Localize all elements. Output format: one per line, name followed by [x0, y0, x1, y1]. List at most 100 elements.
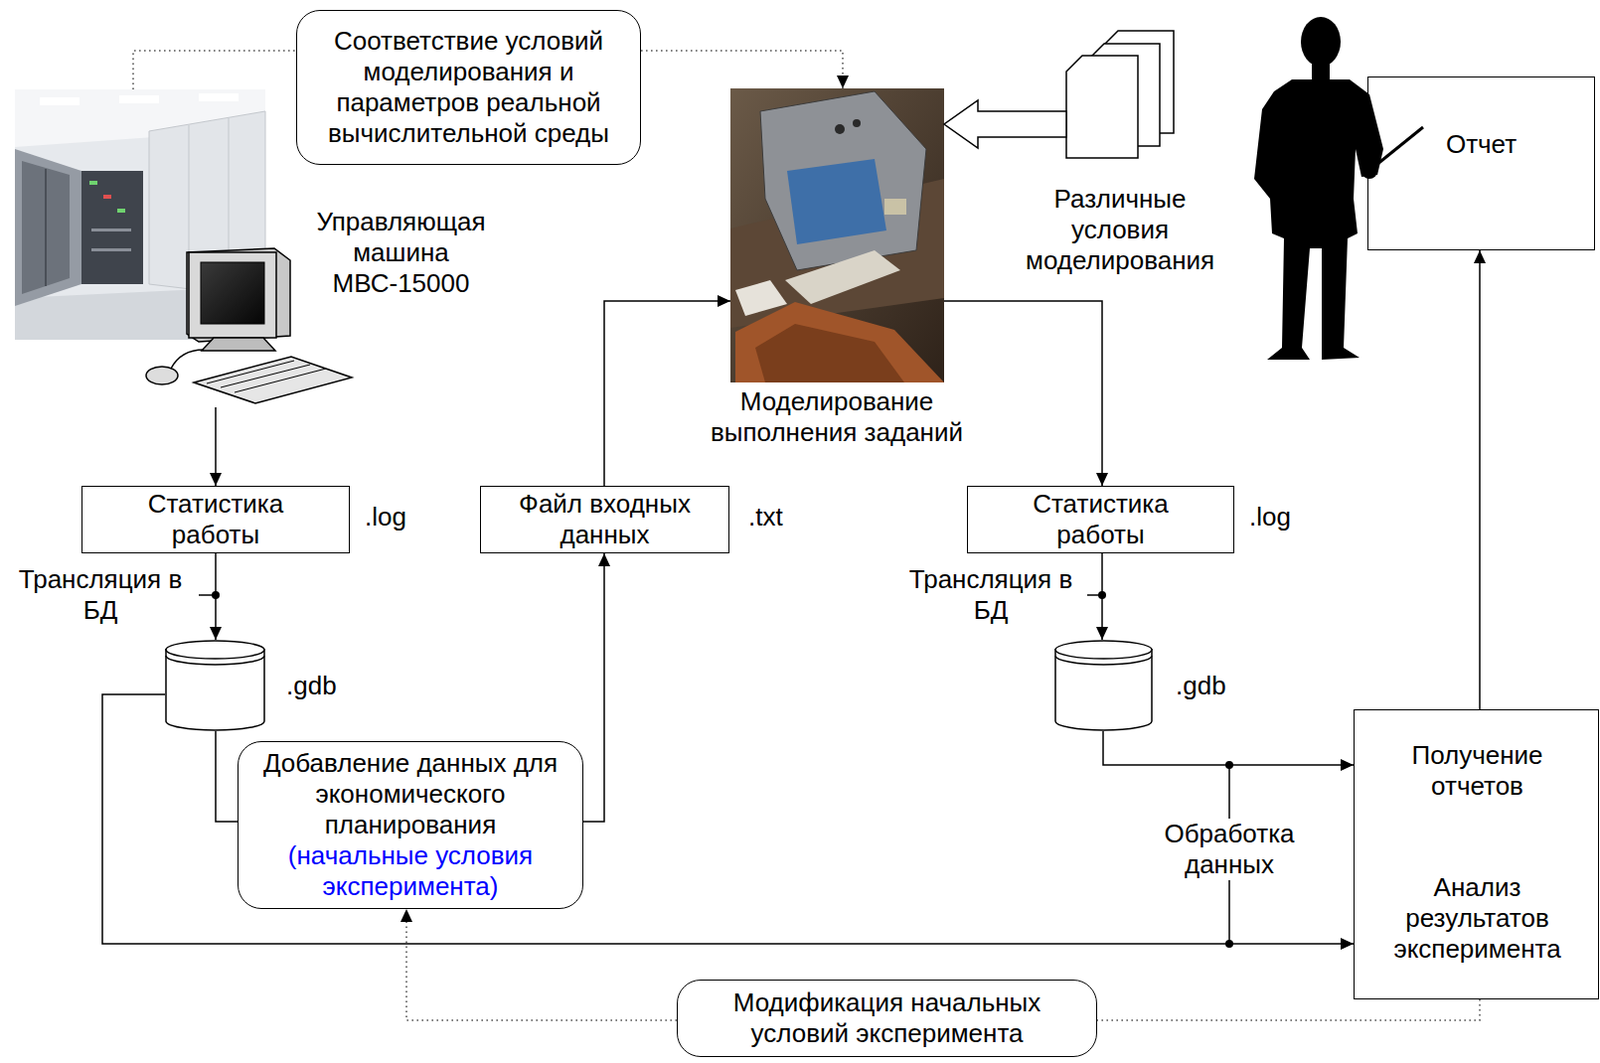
server-room-photo-part	[117, 208, 126, 213]
edge-label: Обработка данных	[1154, 818, 1304, 881]
connector	[583, 553, 605, 822]
callout-box: Соответствие условий моделирования и пар…	[296, 9, 641, 165]
presenter-silhouette-part	[1371, 127, 1424, 169]
node-text: Соответствие условий моделирования и пар…	[315, 25, 623, 150]
server-room-photo-part	[39, 97, 80, 106]
node-text: (начальные условия эксперимента)	[246, 840, 575, 903]
junction-dot	[211, 591, 220, 600]
file-extension: .txt	[748, 501, 784, 533]
workplace-photo-part	[834, 124, 845, 135]
node-text: Файл входных данных	[507, 488, 702, 551]
junction-dot	[1225, 761, 1234, 770]
connector	[944, 301, 1103, 486]
cylinder-outline	[1054, 640, 1153, 732]
connector	[1103, 731, 1354, 766]
process-box: Файл входных данных.txt	[480, 485, 730, 554]
workplace-photo-part	[884, 198, 907, 215]
server-room-photo-part	[119, 95, 160, 104]
cylinder-outline-part	[1055, 648, 1152, 731]
node-text: Добавление данных для экономического пла…	[246, 748, 575, 841]
computer-icon-part	[234, 368, 326, 393]
computer-icon-part	[186, 248, 291, 342]
connector	[640, 50, 843, 89]
callout-box: Добавление данных для экономического пла…	[237, 741, 584, 910]
presenter-silhouette	[1254, 16, 1424, 360]
computer-icon-part	[200, 262, 265, 324]
cylinder-outline-part	[1055, 655, 1152, 665]
connector	[102, 694, 1354, 945]
database-cylinder: .gdb	[164, 640, 266, 732]
file-extension: .log	[364, 501, 407, 533]
server-room-photo-part	[103, 194, 112, 199]
workplace-photo-part	[760, 91, 927, 271]
node-text: Управляющая машина МВС-15000	[294, 206, 508, 300]
edge-label: Трансляция в БД	[896, 564, 1086, 627]
documents-stack-part	[1066, 55, 1138, 159]
node-text: Статистика работы	[126, 488, 306, 551]
report-box: Отчет	[1367, 76, 1596, 251]
workplace-photo-part	[785, 250, 901, 305]
presenter-silhouette-part	[1311, 59, 1330, 82]
illustration-node: Моделирование выполнения заданий	[730, 88, 945, 453]
node-text: Отчет	[1445, 129, 1517, 160]
server-room-photo-part	[81, 170, 144, 285]
connector	[1478, 250, 1481, 710]
connector	[214, 407, 217, 486]
cylinder-outline-part	[1055, 640, 1152, 659]
connector	[133, 50, 297, 90]
workplace-photo-part	[852, 119, 861, 128]
server-room-photo	[14, 89, 266, 340]
server-room-photo-part	[91, 228, 132, 232]
workplace-photo	[730, 88, 945, 383]
computer-icon-part	[188, 252, 277, 338]
computer-icon-part	[193, 356, 352, 404]
presenter-silhouette-part	[1254, 79, 1384, 360]
computer-icon-part	[170, 349, 204, 369]
process-box: Получение отчетовАнализ результатов эксп…	[1353, 709, 1600, 1000]
workplace-photo-part	[787, 159, 887, 245]
server-room-photo-part	[14, 89, 266, 340]
cylinder-outline	[164, 640, 266, 732]
file-extension: .log	[1249, 501, 1291, 533]
server-room-photo-part	[44, 168, 47, 287]
node-text: Статистика работы	[1011, 488, 1191, 551]
node-text: Различные условия моделирования	[1025, 183, 1215, 277]
edge-label: Трансляция в БД	[5, 564, 195, 627]
computer-icon-part	[201, 337, 276, 351]
server-room-photo-part	[91, 248, 132, 252]
junction-dot	[1225, 940, 1234, 949]
node-text: Модификация начальных условий эксперимен…	[697, 987, 1077, 1050]
node-text: Получение отчетов	[1374, 740, 1581, 802]
documents-stack	[1066, 30, 1174, 159]
computer-icon	[146, 248, 352, 404]
server-room-photo-part	[21, 160, 70, 295]
computer-icon-part	[146, 366, 178, 385]
server-room-photo-part	[89, 180, 98, 185]
server-room-photo-part	[14, 149, 82, 307]
server-room-photo-part	[198, 93, 239, 102]
cylinder-outline-part	[165, 655, 265, 665]
connector	[215, 731, 238, 822]
database-cylinder: .gdb	[1054, 640, 1153, 732]
documents-node: Различные условия моделирования	[1066, 30, 1174, 280]
workplace-photo-part	[755, 323, 905, 383]
connector	[406, 909, 677, 1021]
file-extension: .gdb	[286, 670, 337, 702]
junction-dot	[1098, 591, 1107, 600]
presenter-silhouette-part	[1300, 16, 1341, 67]
cylinder-outline-part	[165, 648, 265, 731]
process-box: Статистика работы.log	[81, 485, 350, 554]
node-text: Анализ результатов эксперимента	[1374, 872, 1581, 965]
cylinder-outline-part	[165, 640, 265, 659]
connector	[1097, 999, 1480, 1021]
computer-node: Управляющая машина МВС-15000	[14, 89, 507, 408]
node-text: Моделирование выполнения заданий	[687, 386, 986, 449]
workplace-photo-part	[735, 302, 945, 383]
workplace-photo-part	[730, 88, 945, 383]
block-arrow	[944, 100, 1067, 149]
callout-box: Модификация начальных условий эксперимен…	[676, 979, 1098, 1058]
process-box: Статистика работы.log	[966, 485, 1235, 554]
file-extension: .gdb	[1175, 670, 1227, 702]
